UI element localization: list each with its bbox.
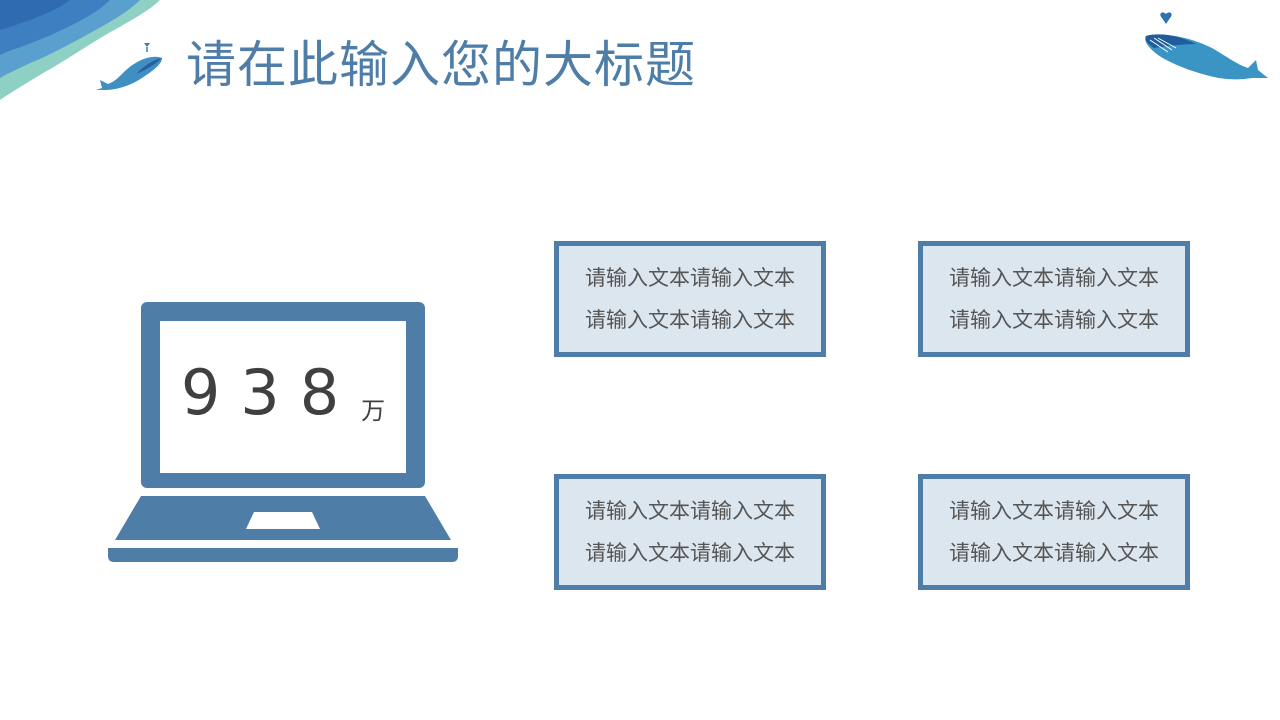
laptop-icon	[108, 302, 458, 562]
whale-icon	[96, 43, 162, 90]
text-line: 请输入文本请输入文本	[585, 266, 795, 290]
watercolor-wave-decoration	[0, 0, 160, 100]
stat-display: 938 万	[160, 320, 406, 472]
stat-unit: 万	[361, 396, 386, 425]
text-line: 请输入文本请输入文本	[585, 308, 795, 332]
stat-number: 938	[180, 355, 360, 429]
text-line: 请输入文本请输入文本	[949, 499, 1159, 523]
text-line: 请输入文本请输入文本	[949, 541, 1159, 565]
text-box-2: 请输入文本请输入文本 请输入文本请输入文本	[918, 241, 1190, 357]
whale-icon	[1145, 12, 1268, 80]
text-line: 请输入文本请输入文本	[949, 308, 1159, 332]
text-box-1: 请输入文本请输入文本 请输入文本请输入文本	[554, 241, 826, 357]
page-title: 请在此输入您的大标题	[186, 36, 696, 94]
text-line: 请输入文本请输入文本	[949, 266, 1159, 290]
text-box-4: 请输入文本请输入文本 请输入文本请输入文本	[918, 474, 1190, 590]
text-box-3: 请输入文本请输入文本 请输入文本请输入文本	[554, 474, 826, 590]
text-line: 请输入文本请输入文本	[585, 541, 795, 565]
text-line: 请输入文本请输入文本	[585, 499, 795, 523]
